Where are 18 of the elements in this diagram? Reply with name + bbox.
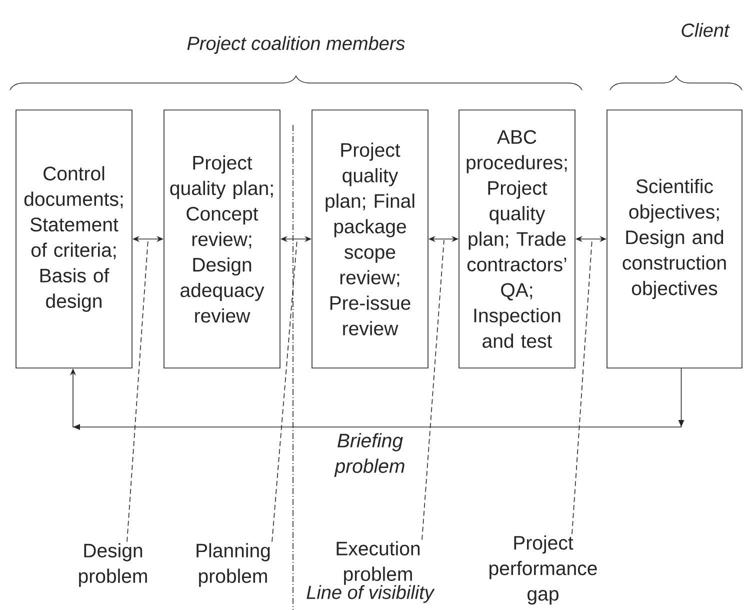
process-box: Project quality plan; Final package scope review; Pre-issue review	[312, 110, 428, 368]
edge-label: Briefing problem	[324, 432, 416, 478]
leader-line	[422, 240, 444, 540]
process-box: Scientific objectives; Design and construction objectives	[606, 110, 742, 368]
italic-label: Line of visibility	[306, 585, 435, 603]
problem-label: Design problem	[79, 543, 147, 587]
process-box: Project quality plan; Concept review; Design adequacy review	[164, 110, 280, 368]
problem-label: Planning problem	[196, 543, 270, 587]
problem-label: Project performance gap	[490, 535, 597, 605]
italic-label: Client	[682, 23, 730, 37]
leader-line	[126, 240, 148, 542]
problem-label: Execution problem	[336, 541, 420, 585]
process-box: ABC procedures; Project quality plan; Trade contractors’ QA; Inspection and test	[458, 110, 576, 368]
leader-line	[572, 240, 592, 534]
process-box: Control documents; Statement of criteria; Basis of design	[16, 110, 132, 368]
leader-line	[272, 240, 298, 542]
italic-label: Project coalition members	[187, 36, 405, 54]
feedback-arrow	[70, 368, 684, 430]
